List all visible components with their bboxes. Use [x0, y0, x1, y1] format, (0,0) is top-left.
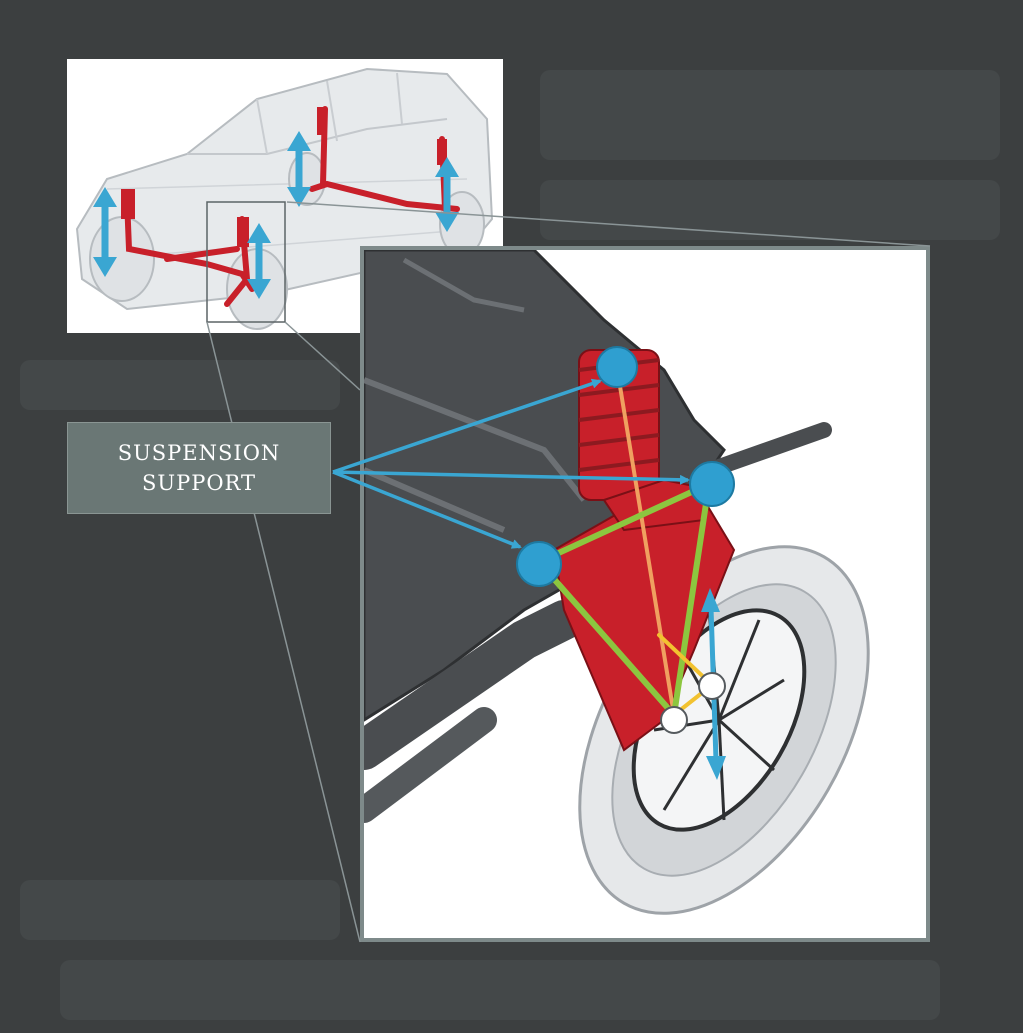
callout-line-2: SUPPORT	[141, 471, 256, 495]
white-sphere-icon	[660, 672, 726, 734]
blue-sphere-icon	[516, 346, 735, 587]
suspension-detail-panel	[344, 246, 930, 942]
suspension-support-callout: SUSPENSION SUPPORT	[67, 422, 331, 514]
callout-line-1: SUSPENSION	[117, 441, 281, 465]
suspension-detail-illustration	[344, 248, 870, 915]
